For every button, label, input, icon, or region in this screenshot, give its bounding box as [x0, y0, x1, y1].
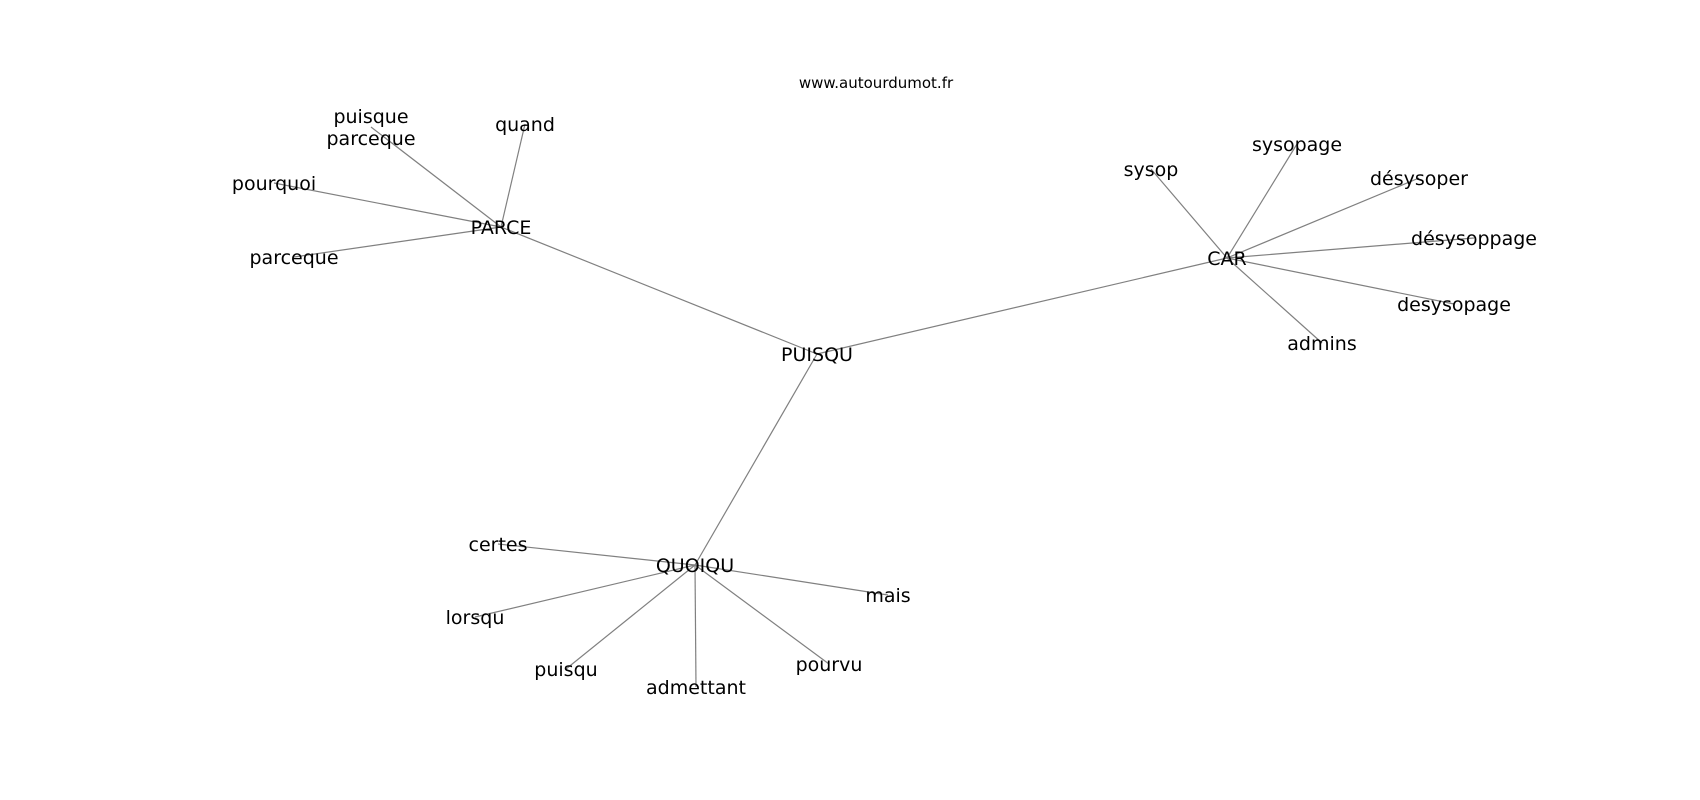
- edge-puisqu_center-car: [816, 257, 1228, 355]
- edge-parce-puisque_parceque: [370, 126, 502, 228]
- node-sysopage: sysopage: [1252, 134, 1342, 156]
- node-mais: mais: [865, 585, 910, 607]
- edge-car-admins: [1226, 257, 1323, 344]
- edge-car-sysopage: [1226, 143, 1298, 259]
- edge-quoiqu-mais: [694, 564, 889, 596]
- node-desysoper: désysoper: [1370, 168, 1468, 190]
- node-puisqu-center: PUISQU: [781, 344, 853, 366]
- edges-layer: [273, 123, 1475, 688]
- node-puisqu-leaf: puisqu: [534, 659, 597, 681]
- node-pourquoi: pourquoi: [232, 173, 316, 195]
- edge-car-desysopage: [1226, 257, 1455, 305]
- edge-puisqu_center-parce: [500, 226, 818, 355]
- edge-car-sysop: [1150, 168, 1228, 259]
- edge-car-desysoppage: [1226, 237, 1475, 259]
- edge-puisqu_center-quoiqu: [694, 353, 818, 566]
- edge-quoiqu-admettant: [694, 564, 697, 688]
- edge-parce-parceque: [293, 226, 502, 258]
- edge-parce-pourquoi: [273, 182, 502, 228]
- edge-quoiqu-puisqu_leaf: [565, 564, 696, 670]
- edge-parce-quand: [500, 123, 526, 228]
- node-quand: quand: [495, 114, 555, 136]
- node-lorsqu: lorsqu: [446, 607, 505, 629]
- node-admettant: admettant: [646, 677, 746, 699]
- node-certes: certes: [469, 534, 528, 556]
- node-desysoppage: désysoppage: [1411, 228, 1537, 250]
- site-url-label: www.autourdumot.fr: [799, 74, 954, 92]
- node-desysopage: desysopage: [1397, 294, 1511, 316]
- edge-quoiqu-lorsqu: [474, 564, 696, 618]
- edge-quoiqu-pourvu: [694, 564, 830, 665]
- node-quoiqu: QUOIQU: [656, 555, 734, 577]
- node-pourvu: pourvu: [796, 654, 863, 676]
- node-car: CAR: [1207, 248, 1246, 270]
- edge-quoiqu-certes: [497, 543, 696, 566]
- node-parce: PARCE: [471, 217, 532, 239]
- node-parceque: parceque: [249, 247, 338, 269]
- node-admins: admins: [1287, 333, 1356, 355]
- node-sysop: sysop: [1124, 159, 1179, 181]
- edge-car-desysoper: [1226, 177, 1420, 259]
